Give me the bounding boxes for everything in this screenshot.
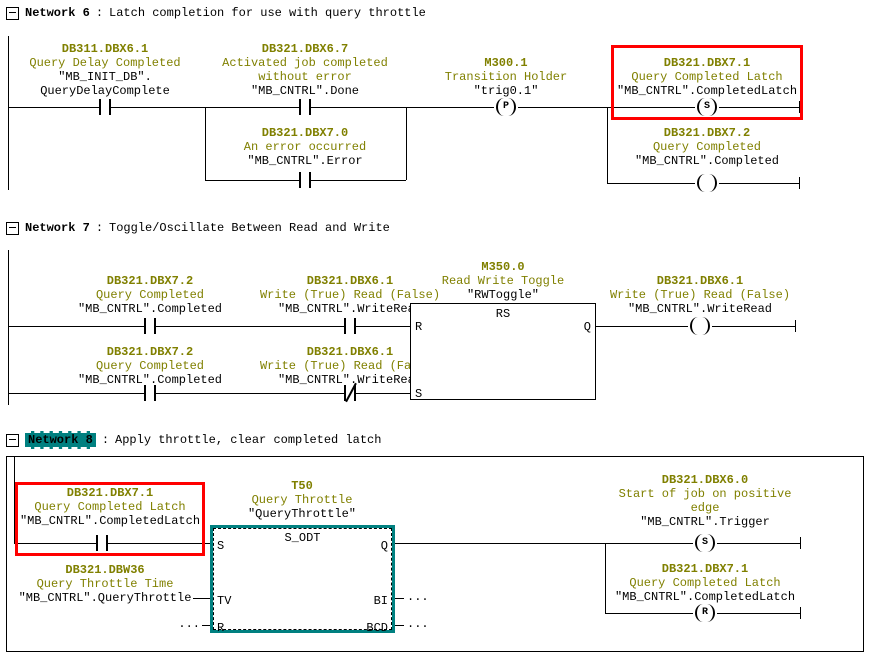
operand-label[interactable]: T50 Query Throttle "QueryThrottle" <box>247 479 357 521</box>
set-coil[interactable]: S <box>693 534 717 552</box>
operand-label[interactable]: DB321.DBX6.1 Write (True) Read (False) "… <box>259 345 441 387</box>
collapse-icon[interactable] <box>6 6 19 20</box>
pin-r: R <box>217 621 225 635</box>
network8-comment: Apply throttle, clear completed latch <box>115 433 382 447</box>
timer-block[interactable]: S_ODT S TV R Q BI BCD <box>210 525 395 635</box>
bi-wire <box>395 598 404 599</box>
no-contact[interactable] <box>299 172 311 188</box>
red-highlight-box <box>611 45 803 120</box>
operand-label[interactable]: DB321.DBX7.0 An error occurred "MB_CNTRL… <box>243 126 367 168</box>
pin-bi: BI <box>373 594 388 608</box>
power-rail <box>8 36 9 190</box>
rung-wire <box>8 107 799 108</box>
rung-wire <box>395 543 800 544</box>
title-colon: : <box>101 433 110 447</box>
ellipsis[interactable]: ... <box>407 617 429 631</box>
no-contact[interactable] <box>299 99 311 115</box>
pin-r: R <box>415 320 423 334</box>
operand-label[interactable]: DB321.DBX7.2 Query Completed "MB_CNTRL".… <box>77 345 223 387</box>
operand-label[interactable]: M300.1 Transition Holder "trig0.1" <box>444 56 568 98</box>
operand-label[interactable]: DB321.DBX6.1 Write (True) Read (False) "… <box>609 274 791 316</box>
ellipsis[interactable]: ... <box>407 590 429 604</box>
operand-label[interactable]: DB321.DBX6.7 Activated job completed wit… <box>222 42 388 98</box>
rung-wire <box>8 393 410 394</box>
rung-wire <box>14 543 210 544</box>
network6-title[interactable]: Network 6 : Latch completion for use wit… <box>6 6 426 20</box>
network6-number: Network 6 <box>25 6 90 20</box>
power-rail <box>14 457 15 543</box>
title-colon: : <box>95 221 104 235</box>
branch-wire <box>607 107 608 183</box>
operand-label[interactable]: DB321.DBX7.2 Query Completed "MB_CNTRL".… <box>77 274 223 316</box>
power-rail <box>8 250 9 405</box>
output-coil[interactable] <box>695 174 719 192</box>
output-coil[interactable] <box>688 317 712 335</box>
p-edge-contact[interactable]: P <box>494 98 518 116</box>
branch-wire <box>406 107 407 180</box>
no-contact[interactable] <box>96 535 108 551</box>
pin-tv: TV <box>217 594 232 608</box>
ellipsis[interactable]: ... <box>178 617 200 631</box>
no-contact[interactable] <box>144 385 156 401</box>
operand-label[interactable]: DB321.DBX6.1 Write (True) Read (False) "… <box>259 274 441 316</box>
rung-wire <box>8 326 410 327</box>
pin-q: Q <box>583 320 591 334</box>
network8-number-selected[interactable]: Network 8 <box>25 431 96 449</box>
pin-s: S <box>217 539 225 553</box>
r-wire <box>202 625 210 626</box>
no-contact[interactable] <box>344 318 356 334</box>
operand-label[interactable]: DB311.DBX6.1 Query Delay Completed "MB_I… <box>29 42 181 98</box>
operand-label[interactable]: DB321.DBX7.1 Query Completed Latch "MB_C… <box>614 562 796 604</box>
branch-wire <box>205 107 206 180</box>
title-colon: : <box>95 6 104 20</box>
nc-contact[interactable] <box>344 382 357 403</box>
network7-title[interactable]: Network 7 : Toggle/Oscillate Between Rea… <box>6 221 390 235</box>
branch-wire <box>605 543 606 613</box>
wire-end-tick <box>800 607 801 619</box>
set-coil[interactable]: S <box>695 98 719 116</box>
rs-block[interactable]: RS R S Q <box>410 303 596 401</box>
pin-bcd: BCD <box>366 621 388 635</box>
collapse-icon[interactable] <box>6 433 19 447</box>
wire-end-tick <box>800 537 801 549</box>
network6-comment: Latch completion for use with query thro… <box>109 6 426 20</box>
network-selection-box <box>6 456 864 652</box>
network8-title[interactable]: Network 8 : Apply throttle, clear comple… <box>6 431 381 449</box>
red-highlight-box <box>15 482 205 556</box>
collapse-icon[interactable] <box>6 221 19 235</box>
operand-label[interactable]: M350.0 Read Write Toggle "RWToggle" <box>441 260 565 302</box>
operand-label[interactable]: DB321.DBX7.1 Query Completed Latch "MB_C… <box>19 486 201 528</box>
bcd-wire <box>395 625 404 626</box>
wire-end-tick <box>799 101 800 113</box>
operand-label[interactable]: DB321.DBX7.2 Query Completed "MB_CNTRL".… <box>634 126 780 168</box>
pin-s: S <box>415 387 423 401</box>
operand-label[interactable]: DB321.DBX6.0 Start of job on positive ed… <box>618 473 792 529</box>
no-contact[interactable] <box>144 318 156 334</box>
network7-number: Network 7 <box>25 221 90 235</box>
network7-comment: Toggle/Oscillate Between Read and Write <box>109 221 390 235</box>
no-contact[interactable] <box>99 99 111 115</box>
reset-coil[interactable]: R <box>693 604 717 622</box>
pin-q: Q <box>380 539 388 553</box>
operand-label[interactable]: DB321.DBW36 Query Throttle Time "MB_CNTR… <box>18 563 192 605</box>
wire-end-tick <box>795 320 796 332</box>
wire-end-tick <box>799 177 800 189</box>
tv-wire <box>193 598 210 599</box>
operand-label[interactable]: DB321.DBX7.1 Query Completed Latch "MB_C… <box>616 56 798 98</box>
